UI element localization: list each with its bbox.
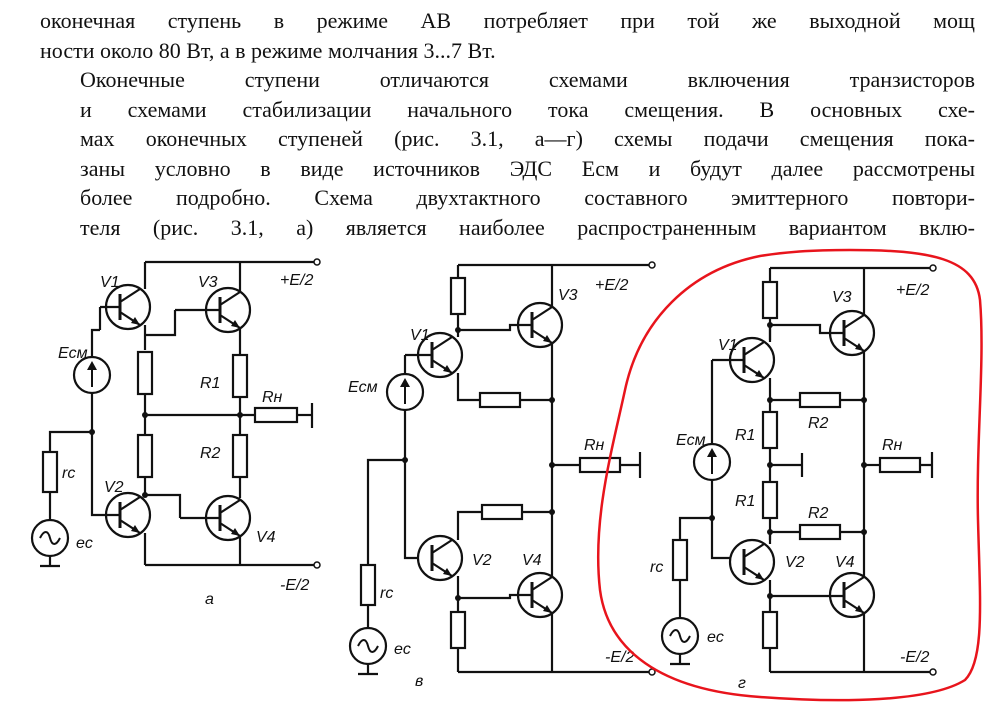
label: -E/2 — [900, 649, 929, 666]
resistor — [761, 610, 779, 650]
circuit-g: V1 V3 +E/2 R1 R2 Eсм Rн R1 R2 V4 V2 rс e… — [650, 264, 937, 692]
paragraph-1: оконечная ступень в режиме АВ потребляет… — [40, 6, 975, 65]
resistor-r1-bottom — [761, 480, 779, 520]
transistor-v2 — [416, 534, 464, 582]
label: eс — [707, 629, 724, 646]
resistor — [761, 280, 779, 320]
label: V3 — [832, 289, 852, 306]
resistor-rc — [359, 563, 377, 607]
label: V4 — [522, 552, 542, 569]
label: R1 — [735, 493, 755, 510]
red-annotation-loop — [596, 248, 983, 702]
resistor — [136, 433, 154, 479]
label: V2 — [785, 554, 805, 571]
text-line: и схемами стабилизации начального тока с… — [80, 96, 975, 122]
signal-source — [348, 626, 388, 666]
resistor-rn — [253, 406, 299, 424]
label: R2 — [808, 415, 829, 432]
resistor-rn — [878, 456, 922, 474]
label: Rн — [882, 437, 903, 454]
label: rс — [62, 465, 75, 482]
label: V2 — [104, 479, 124, 496]
resistor — [480, 503, 524, 521]
resistor-rc — [671, 538, 689, 582]
text-line: заны условно в виде источников ЭДС Eсм и… — [80, 155, 975, 181]
text-line: ности около 80 Вт, а в режиме молчания 3… — [40, 37, 496, 63]
paragraph-2: Оконечные ступени отличаются схемами вкл… — [40, 65, 975, 242]
label: V4 — [256, 529, 276, 546]
ecm-source — [385, 372, 425, 412]
label: V3 — [198, 274, 218, 291]
resistor-r2 — [231, 433, 249, 479]
resistor-r2-bottom — [798, 523, 842, 541]
label: Rн — [262, 389, 283, 406]
text-line: Оконечные ступени отличаются схемами вкл… — [80, 67, 975, 92]
resistor-rn — [578, 456, 622, 474]
label: Eсм — [348, 379, 378, 396]
text-line: оконечная ступень в режиме АВ потребляет… — [40, 8, 975, 33]
label: +E/2 — [280, 272, 313, 289]
label: eс — [394, 641, 411, 658]
ecm-source — [72, 355, 112, 395]
circuit-v: V1 V3 +E/2 Eсм Rн V2 V4 rс eс -E/2 в — [348, 261, 656, 690]
label: V4 — [835, 554, 855, 571]
label: rс — [650, 559, 663, 576]
label: eс — [76, 535, 93, 552]
label: V1 — [100, 274, 120, 291]
resistor — [478, 391, 522, 409]
label: R2 — [200, 445, 221, 462]
signal-source — [30, 518, 70, 558]
resistor-r1-top — [761, 410, 779, 450]
label: R1 — [200, 375, 220, 392]
label: -E/2 — [280, 577, 309, 594]
text-line: теля (рис. 3.1, а) является наиболее рас… — [80, 214, 975, 240]
transistor-v2 — [728, 538, 776, 586]
resistor — [136, 350, 154, 396]
label: Eсм — [676, 432, 706, 449]
figure-caption: а — [205, 591, 214, 608]
label: V1 — [410, 327, 430, 344]
circuit-a: V1 V3 +E/2 R1 Rн R2 Eсм rс V2 V4 eс -E/2… — [30, 258, 321, 608]
label: Rн — [584, 437, 605, 454]
label: Eсм — [58, 345, 88, 362]
signal-source — [660, 616, 700, 656]
resistor — [449, 276, 467, 316]
figure-caption: в — [415, 673, 423, 690]
text-line: мах оконечных ступеней (рис. 3.1, а—г) с… — [80, 126, 975, 151]
resistor-r2-top — [798, 391, 842, 409]
ecm-source — [692, 442, 732, 482]
label: -E/2 — [605, 649, 634, 666]
label: rс — [380, 585, 393, 602]
resistor-rc — [41, 450, 59, 494]
resistor — [449, 610, 467, 650]
label: V1 — [718, 337, 738, 354]
figure-caption: г — [738, 675, 746, 692]
label: +E/2 — [896, 282, 929, 299]
label: R2 — [808, 505, 829, 522]
resistor-r1 — [231, 353, 249, 399]
text-line: более подробно. Схема двухтактного соста… — [80, 185, 975, 210]
label: V3 — [558, 287, 578, 304]
label: +E/2 — [595, 277, 628, 294]
label: V2 — [472, 552, 492, 569]
label: R1 — [735, 427, 755, 444]
page-text: оконечная ступень в режиме АВ потребляет… — [40, 6, 975, 242]
